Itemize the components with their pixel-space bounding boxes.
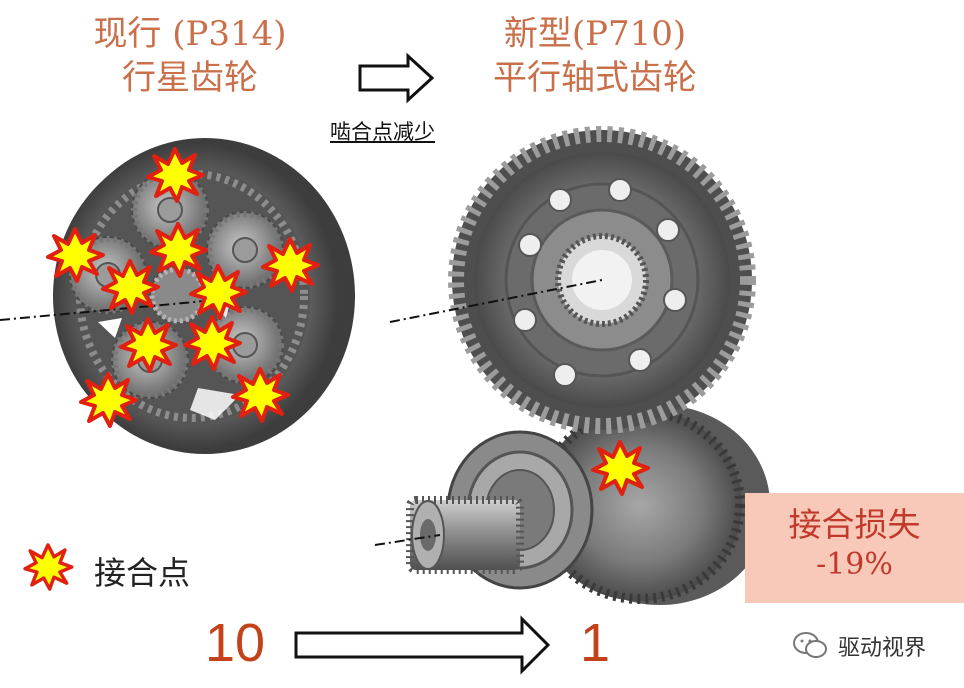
count-before: 10	[205, 613, 266, 673]
contact-point-burst	[149, 222, 208, 278]
left-title: 现行 (P314) 行星齿轮	[40, 12, 340, 100]
contact-point-burst	[261, 237, 320, 293]
right-lower-axis-line	[374, 534, 441, 546]
legend-burst-icon	[23, 543, 74, 591]
bottom-arrow-icon	[294, 615, 551, 675]
right-title-line1: 新型(P710)	[503, 14, 687, 54]
contact-point-burst	[231, 367, 290, 423]
left-title-line1: 现行 (P314)	[93, 14, 287, 54]
loss-label: 接合损失	[788, 505, 921, 544]
right-title: 新型(P710) 平行轴式齿轮	[445, 12, 745, 100]
parallel-shaft-gear-set	[406, 126, 770, 605]
contact-point-burst	[101, 259, 160, 315]
left-axis-line	[0, 300, 206, 321]
contact-point-burst	[146, 147, 205, 203]
loss-value: -19%	[816, 547, 893, 582]
top-arrow-icon	[358, 52, 435, 104]
count-after: 1	[580, 613, 611, 673]
contact-point-burst	[189, 264, 248, 320]
wechat-icon	[793, 632, 827, 658]
legend-label: 接合点	[94, 554, 191, 592]
brand-label: 驱动视界	[838, 636, 927, 661]
contact-point-burst	[591, 440, 650, 496]
contact-point-burst	[183, 315, 242, 371]
mesh-note: 啮合点减少	[330, 120, 435, 144]
right-title-line2: 平行轴式齿轮	[493, 58, 697, 98]
loss-box: 接合损失 -19%	[745, 493, 964, 603]
right-upper-axis-line	[389, 279, 603, 323]
left-title-line2: 行星齿轮	[122, 58, 258, 98]
contact-point-burst	[79, 372, 138, 428]
contact-point-burst	[46, 227, 105, 283]
contact-point-burst	[119, 317, 178, 373]
